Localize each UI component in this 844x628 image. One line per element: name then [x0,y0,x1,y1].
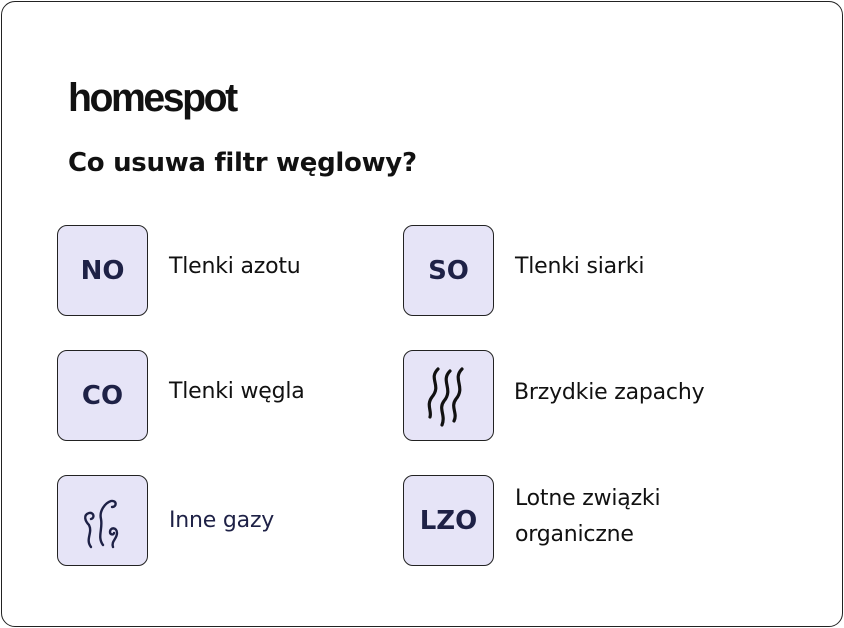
box [57,475,148,566]
item-label: Brzydkie zapachy [514,379,705,405]
item-label: Tlenki azotu [169,253,301,279]
item-label: Tlenki siarki [515,253,645,279]
item-label: Lotne związki organiczne [515,481,661,553]
badge-lzo: LZO [403,475,494,566]
gas-swirls-icon [83,499,118,548]
badge-no: NO [57,225,148,316]
item-nitrogen-oxides: NO Tlenki azotu [57,225,301,316]
homespot-logo: homespot [68,76,238,120]
item-carbon-oxides: CO Tlenki węgla [57,350,305,441]
item-bad-smells: Brzydkie zapachy [403,350,705,441]
item-sulfur-oxides: SO Tlenki siarki [403,225,644,316]
box [403,350,494,441]
smell-waves-icon [427,366,464,427]
item-other-gases: Inne gazy [57,475,274,566]
item-voc: LZO Lotne związki organiczne [403,475,661,566]
item-label-line2: organiczne [515,521,634,547]
item-label-line1: Lotne związki [515,485,661,511]
item-label: Inne gazy [169,507,275,533]
badge-so: SO [403,225,494,316]
badge-co: CO [57,350,148,441]
item-label: Tlenki węgla [169,378,305,404]
page-title: Co usuwa filtr węglowy? [68,148,417,178]
